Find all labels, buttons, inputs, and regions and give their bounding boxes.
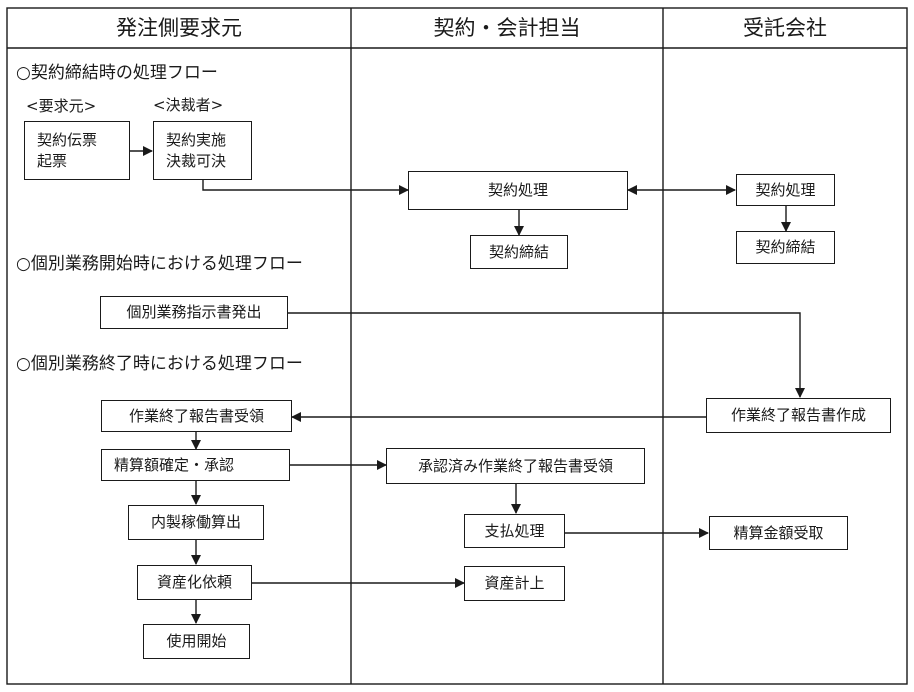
box-payment-process-label: 支払処理 xyxy=(484,521,545,540)
arrow-work-order-to-report-create xyxy=(288,312,805,398)
box-asset-record-label: 資産計上 xyxy=(484,574,545,593)
column-header-accounting: 契約・会計担当 xyxy=(433,16,581,40)
arrow-approval-to-contract-processing xyxy=(202,179,409,195)
box-completion-report-receive-label: 作業終了報告書受領 xyxy=(128,406,264,425)
box-approved-report-receive: 承認済み作業終了報告書受領 xyxy=(386,448,645,484)
column-header-requester: 発注側要求元 xyxy=(116,16,242,40)
box-contract-slip-label: 契約伝票 起票 xyxy=(37,131,98,170)
box-approved-report-receive-label: 承認済み作業終了報告書受領 xyxy=(417,456,613,475)
role-label-approver: <決裁者> xyxy=(153,96,224,114)
box-contract-processing-vendor-label: 契約処理 xyxy=(755,180,816,199)
table-frame xyxy=(6,7,908,685)
box-start-use: 使用開始 xyxy=(143,624,250,659)
box-completion-report-create-label: 作業終了報告書作成 xyxy=(730,406,866,425)
box-contract-approval-label: 契約実施 決裁可決 xyxy=(166,131,227,170)
box-contract-approval: 契約実施 決裁可決 xyxy=(153,121,252,180)
role-label-requester: <要求元> xyxy=(26,97,97,115)
box-contract-conclusion-accounting: 契約締結 xyxy=(470,235,568,269)
box-completion-report-receive: 作業終了報告書受領 xyxy=(101,400,292,432)
box-contract-processing-vendor: 契約処理 xyxy=(736,174,835,206)
box-contract-processing-accounting-label: 契約処理 xyxy=(487,181,548,200)
section-title-contract: ○契約締結時の処理フロー xyxy=(16,63,218,83)
section-title-start: ○個別業務開始時における処理フロー xyxy=(16,254,303,274)
box-work-order-issue: 個別業務指示書発出 xyxy=(100,296,288,329)
section-title-end: ○個別業務終了時における処理フロー xyxy=(16,354,303,374)
box-settlement-confirm-label: 精算額確定・承認 xyxy=(114,455,235,474)
box-settlement-receive: 精算金額受取 xyxy=(709,516,848,550)
box-settlement-confirm: 精算額確定・承認 xyxy=(101,449,290,481)
box-start-use-label: 使用開始 xyxy=(166,632,227,651)
box-contract-conclusion-accounting-label: 契約締結 xyxy=(488,242,549,261)
box-payment-process: 支払処理 xyxy=(464,514,565,548)
box-contract-conclusion-vendor-label: 契約締結 xyxy=(755,238,816,257)
column-header-vendor: 受託会社 xyxy=(743,16,827,40)
box-contract-processing-accounting: 契約処理 xyxy=(408,171,628,210)
box-capitalization-request-label: 資産化依頼 xyxy=(156,573,232,592)
box-completion-report-create: 作業終了報告書作成 xyxy=(706,398,891,433)
box-asset-record: 資産計上 xyxy=(464,566,565,601)
box-work-order-issue-label: 個別業務指示書発出 xyxy=(126,303,262,322)
box-contract-slip: 契約伝票 起票 xyxy=(24,121,130,180)
box-settlement-receive-label: 精算金額受取 xyxy=(733,523,824,542)
box-internal-cost-calc: 内製稼働算出 xyxy=(128,505,264,540)
box-internal-cost-calc-label: 内製稼働算出 xyxy=(150,513,241,532)
box-contract-conclusion-vendor: 契約締結 xyxy=(736,231,835,264)
box-capitalization-request: 資産化依頼 xyxy=(137,565,252,600)
